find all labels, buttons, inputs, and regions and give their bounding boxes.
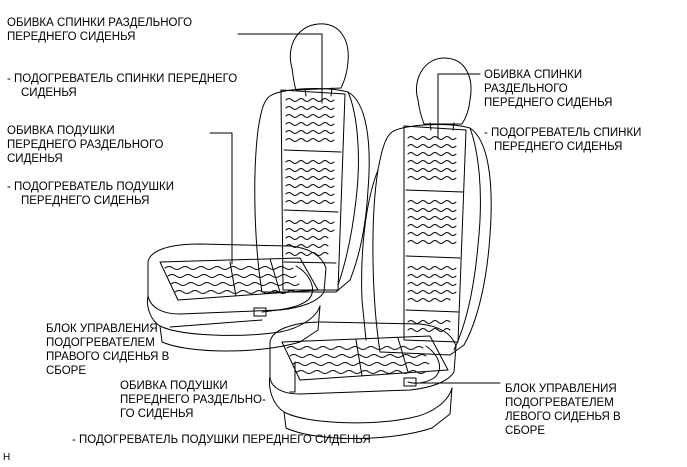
left-cushion-outline <box>269 321 457 395</box>
label-line: ПЕРЕДНЕГО СИДЕНЬЯ <box>7 31 136 43</box>
label-line: ПОДОГРЕВАТЕЛЕМ <box>505 397 614 409</box>
label-line: РАЗДЕЛЬНОГО <box>484 83 568 95</box>
label-line: - ПОДОГРЕВАТЕЛЬ ПОДУШКИ <box>7 181 175 193</box>
leader-right-control-unit <box>169 319 263 328</box>
label-line: СИДЕНЬЯ <box>21 87 77 99</box>
left-cushion-heater-element <box>281 335 449 381</box>
label-line: СБОРЕ <box>46 365 87 377</box>
right-headrest <box>289 23 349 91</box>
label-right-cushion-heater: - ПОДОГРЕВАТЕЛЬ ПОДУШКИ ПЕРЕДНЕГО СИДЕНЬ… <box>7 180 174 208</box>
label-line: - ПОДОГРЕВАТЕЛЬ СПИНКИ <box>484 127 642 139</box>
label-right-back-heater: - ПОДОГРЕВАТЕЛЬ СПИНКИ ПЕРЕДНЕГО СИДЕНЬЯ <box>7 72 237 100</box>
figure-code-text: H <box>3 452 11 463</box>
label-line: БЛОК УПРАВЛЕНИЯ <box>46 323 158 335</box>
label-line: ПЕРЕДНЕГО СИДЕНЬЯ <box>21 195 150 207</box>
left-headrest <box>416 57 472 125</box>
label-line: ЛЕВОГО СИДЕНЬЯ В <box>505 411 621 423</box>
label-line: - ПОДОГРЕВАТЕЛЬ СПИНКИ ПЕРЕДНЕГО <box>7 73 238 85</box>
label-line: БЛОК УПРАВЛЕНИЯ <box>505 383 617 395</box>
label-left-cushion-cover: ОБИВКА ПОДУШКИ ПЕРЕДНЕГО РАЗДЕЛЬНО- ГО С… <box>120 379 266 421</box>
leader-right-cushion-cover <box>209 132 233 265</box>
label-line: ПЕРЕДНЕГО РАЗДЕЛЬНО- <box>120 394 266 406</box>
label-line: СИДЕНЬЯ <box>7 153 63 165</box>
leader-left-cushion-cover <box>289 361 296 393</box>
label-right-back-cover: ОБИВКА СПИНКИ РАЗДЕЛЬНОГО ПЕРЕДНЕГО СИДЕ… <box>7 16 192 44</box>
label-line: ПЕРЕДНЕГО СИДЕНЬЯ <box>484 97 613 109</box>
left-seatback-bolster <box>453 127 481 351</box>
label-left-back-heater: - ПОДОГРЕВАТЕЛЬ СПИНКИ ПЕРЕДНЕГО СИДЕНЬЯ <box>484 126 641 154</box>
leader-left-back-cover <box>437 73 481 139</box>
label-line: ПЕРЕДНЕГО РАЗДЕЛЬНОГО <box>7 139 164 151</box>
left-seat-base <box>283 387 453 439</box>
left-control-unit-box <box>403 377 417 387</box>
label-line: ОБИВКА ПОДУШКИ <box>7 125 115 137</box>
right-control-unit-box <box>253 307 267 317</box>
right-seatback-bolster <box>337 91 359 286</box>
label-line: СБОРЕ <box>505 425 546 437</box>
right-cushion-outline <box>147 243 327 315</box>
label-line: ПОДОГРЕВАТЕЛЕМ <box>46 337 155 349</box>
left-seatback-side <box>361 169 379 341</box>
label-line: ГО СИДЕНЬЯ <box>120 408 194 420</box>
right-seat-base <box>159 305 321 352</box>
right-seatback-outline <box>254 88 370 293</box>
right-seat-drawing <box>147 23 370 352</box>
right-cushion-heater-element <box>159 257 319 301</box>
figure-code: H <box>3 451 10 465</box>
label-line: ОБИВКА ПОДУШКИ <box>120 380 228 392</box>
label-left-cushion-heater: - ПОДОГРЕВАТЕЛЬ ПОДУШКИ ПЕРЕДНЕГО СИДЕНЬ… <box>72 433 371 447</box>
label-line: ОБИВКА СПИНКИ РАЗДЕЛЬНОГО <box>7 17 193 29</box>
leader-right-back-cover <box>237 33 323 104</box>
right-back-heater-element <box>280 89 346 291</box>
right-control-unit-wire <box>261 265 313 313</box>
label-line: ОБИВКА СПИНКИ <box>484 69 583 81</box>
left-back-heater-element <box>403 125 467 343</box>
right-cushion-front <box>147 295 321 336</box>
label-line: ПРАВОГО СИДЕНЬЯ В <box>46 351 170 363</box>
label-right-cushion-cover: ОБИВКА ПОДУШКИ ПЕРЕДНЕГО РАЗДЕЛЬНОГО СИД… <box>7 124 163 166</box>
left-seatback-outline <box>372 124 492 356</box>
label-left-control-unit: БЛОК УПРАВЛЕНИЯ ПОДОГРЕВАТЕЛЕМ ЛЕВОГО СИ… <box>505 382 621 438</box>
label-line: - ПОДОГРЕВАТЕЛЬ ПОДУШКИ ПЕРЕДНЕГО СИДЕНЬ… <box>72 434 371 446</box>
leader-lines <box>169 33 501 393</box>
left-cushion-front <box>269 375 453 424</box>
label-left-back-cover: ОБИВКА СПИНКИ РАЗДЕЛЬНОГО ПЕРЕДНЕГО СИДЕ… <box>484 68 612 110</box>
left-seat-drawing <box>269 57 492 439</box>
label-line: ПЕРЕДНЕГО СИДЕНЬЯ <box>494 141 623 153</box>
label-right-control-unit: БЛОК УПРАВЛЕНИЯ ПОДОГРЕВАТЕЛЕМ ПРАВОГО С… <box>46 322 169 378</box>
